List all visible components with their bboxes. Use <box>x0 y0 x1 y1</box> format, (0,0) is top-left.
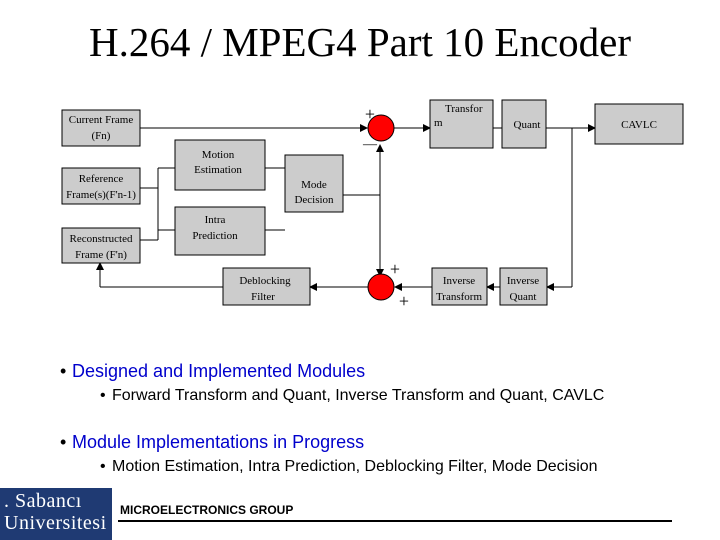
footer-divider <box>118 520 672 522</box>
svg-text:Current Frame: Current Frame <box>69 114 134 126</box>
encoder-diagram: Current Frame (Fn) Reference Frame(s)(F'… <box>61 99 684 311</box>
svg-text:Quant: Quant <box>510 291 537 303</box>
svg-text:—: — <box>362 137 378 152</box>
addition-node: + + <box>367 259 409 311</box>
svg-text:Motion: Motion <box>202 149 235 161</box>
svg-text:(Fn): (Fn) <box>92 130 111 142</box>
svg-text:Estimation: Estimation <box>194 164 242 176</box>
svg-text:Deblocking: Deblocking <box>239 275 291 287</box>
svg-text:Prediction: Prediction <box>192 230 238 242</box>
svg-text:+: + <box>399 291 409 311</box>
footer-group-label: MICROELECTRONICS GROUP <box>120 503 294 517</box>
subtraction-node: + — <box>362 104 395 152</box>
svg-text:+: + <box>365 104 375 124</box>
deblocking-filter-block: Deblocking Filter <box>222 267 311 306</box>
cavlc-block: CAVLC <box>594 103 684 145</box>
motion-estimation-block: Motion Estimation <box>174 139 266 191</box>
bullet-heading: •Designed and Implemented Modules <box>60 361 366 381</box>
svg-text:Mode: Mode <box>301 179 327 191</box>
bullet-heading: •Module Implementations in Progress <box>60 432 365 452</box>
svg-text:Frame(s)(F'n-1): Frame(s)(F'n-1) <box>66 189 136 201</box>
reconstructed-frame-block: Reconstructed Frame (F'n) <box>61 227 141 264</box>
svg-text:Transform: Transform <box>436 291 482 303</box>
svg-text:Reconstructed: Reconstructed <box>70 233 133 245</box>
transform-block: Transfor m <box>429 99 494 149</box>
inverse-quant-block: Inverse Quant <box>499 267 548 306</box>
bullet-sub: •Forward Transform and Quant, Inverse Tr… <box>100 387 605 404</box>
svg-text:Filter: Filter <box>251 291 275 303</box>
mode-decision-block: Mode Decision <box>284 154 344 213</box>
svg-text:Decision: Decision <box>294 194 334 206</box>
svg-text:Inverse: Inverse <box>507 275 539 287</box>
university-logo: . Sabancı Universitesi <box>0 488 112 540</box>
inverse-transform-block: Inverse Transform <box>431 267 488 306</box>
svg-text:Transfor: Transfor <box>445 103 483 115</box>
connection-lines <box>96 124 596 291</box>
reference-frame-block: Reference Frame(s)(F'n-1) <box>61 167 141 205</box>
svg-text:Inverse: Inverse <box>443 275 475 287</box>
svg-text:+: + <box>390 259 400 279</box>
svg-text:Frame (F'n): Frame (F'n) <box>75 249 127 261</box>
bullet-sub: •Motion Estimation, Intra Prediction, De… <box>100 458 598 475</box>
quant-block: Quant <box>501 99 547 149</box>
svg-text:m: m <box>434 117 443 129</box>
intra-prediction-block: Intra Prediction <box>174 206 266 256</box>
svg-text:CAVLC: CAVLC <box>621 119 657 131</box>
current-frame-block: Current Frame (Fn) <box>61 109 141 147</box>
svg-text:Reference: Reference <box>79 173 124 185</box>
page-title: H.264 / MPEG4 Part 10 Encoder <box>88 19 632 65</box>
svg-text:Intra: Intra <box>205 214 226 226</box>
svg-text:Quant: Quant <box>514 119 541 131</box>
